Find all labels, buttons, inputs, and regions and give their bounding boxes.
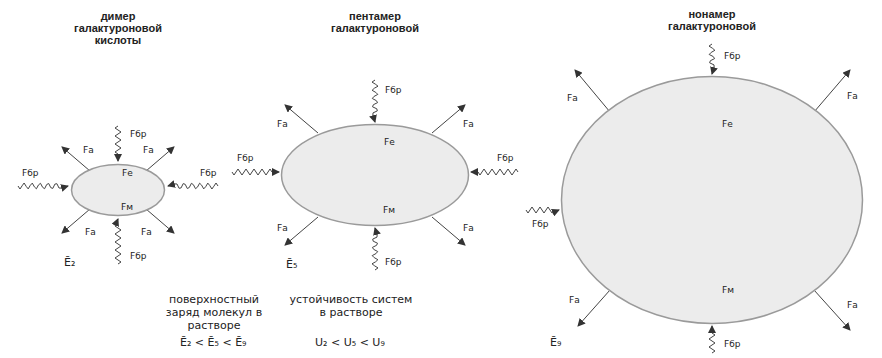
brownian-force-arrow (526, 207, 559, 213)
force-label: Fа (462, 119, 475, 130)
force-label: Fбр (723, 51, 741, 62)
force-label: Fа (140, 227, 153, 238)
attraction-force-arrow (814, 70, 850, 112)
force-label: Fбр (21, 168, 39, 179)
force-label: Fа (568, 295, 581, 306)
ellipse-outline (70, 163, 166, 217)
force-label: Fа (82, 145, 95, 156)
force-label: Fа (84, 227, 97, 238)
attraction-force-arrow (575, 70, 610, 112)
attraction-force-arrow (285, 105, 318, 133)
quantity-label: Ē₂ (63, 256, 76, 269)
force-label: Fм (382, 205, 396, 216)
ellipse-shape (562, 77, 863, 324)
brownian-force-arrow (168, 183, 218, 189)
force-label: Fбр (129, 251, 147, 262)
brownian-force-arrow (709, 44, 715, 74)
force-label: Fе (383, 137, 396, 148)
ellipse-outline (560, 75, 864, 325)
force-label: Fа (276, 119, 289, 130)
force-label: Fе (121, 168, 134, 179)
quantity-label: Ē₂ < Ē₅ < Ē₉ (179, 336, 248, 349)
force-label: Fбр (496, 153, 514, 164)
force-label: Fбр (129, 129, 147, 140)
force-label: Fбр (236, 153, 254, 164)
force-label: Fм (120, 202, 134, 213)
force-label: Fа (142, 145, 155, 156)
force-label: Fбр (531, 219, 549, 230)
force-label: Fм (721, 285, 735, 296)
brownian-force-arrow (709, 326, 715, 353)
brownian-force-arrow (115, 126, 121, 161)
force-label: Fа (846, 91, 859, 102)
force-label: Fбр (384, 257, 402, 268)
force-label: Fбр (384, 85, 402, 96)
quantity-label: Ē₉ (549, 336, 562, 349)
attraction-force-arrow (432, 105, 465, 133)
ellipse-shape (72, 165, 165, 216)
solvation-ellipse: димер галактуроновой кислоты (70, 163, 166, 217)
force-label: Fа (566, 93, 579, 104)
force-label: Fбр (723, 339, 741, 350)
attraction-force-arrow (814, 290, 850, 330)
caption-text: поверхностный заряд молекул в растворе (150, 293, 278, 332)
ellipse-outline (280, 123, 470, 227)
brownian-force-arrow (471, 169, 518, 175)
force-label: Fбр (199, 168, 217, 179)
force-label: Fе (721, 119, 734, 130)
quantity-label: Ē₅ (285, 258, 298, 271)
quantity-label: U₂ < U₅ < U₉ (314, 336, 386, 349)
attraction-force-arrow (285, 217, 318, 245)
brownian-force-arrow (232, 169, 279, 175)
attraction-force-arrow (578, 290, 610, 326)
node-title: нонамер галактуроновой (656, 8, 768, 32)
force-label: Fа (276, 223, 289, 234)
solvation-ellipse: пентамер галактуроновой (280, 123, 470, 227)
caption-text: устойчивость систем в растворе (288, 293, 414, 319)
brownian-force-arrow (372, 228, 378, 270)
attraction-force-arrow (432, 217, 465, 245)
force-label: Fа (462, 223, 475, 234)
brownian-force-arrow (115, 219, 121, 264)
brownian-force-arrow (372, 80, 378, 122)
force-label: Fа (846, 300, 859, 311)
ellipse-shape (282, 125, 469, 226)
node-title: димер галактуроновой кислоты (62, 10, 174, 46)
brownian-force-arrow (18, 183, 68, 189)
node-title: пентамер галактуроновой (319, 10, 431, 34)
solvation-ellipse: нонамер галактуроновой (560, 75, 864, 325)
